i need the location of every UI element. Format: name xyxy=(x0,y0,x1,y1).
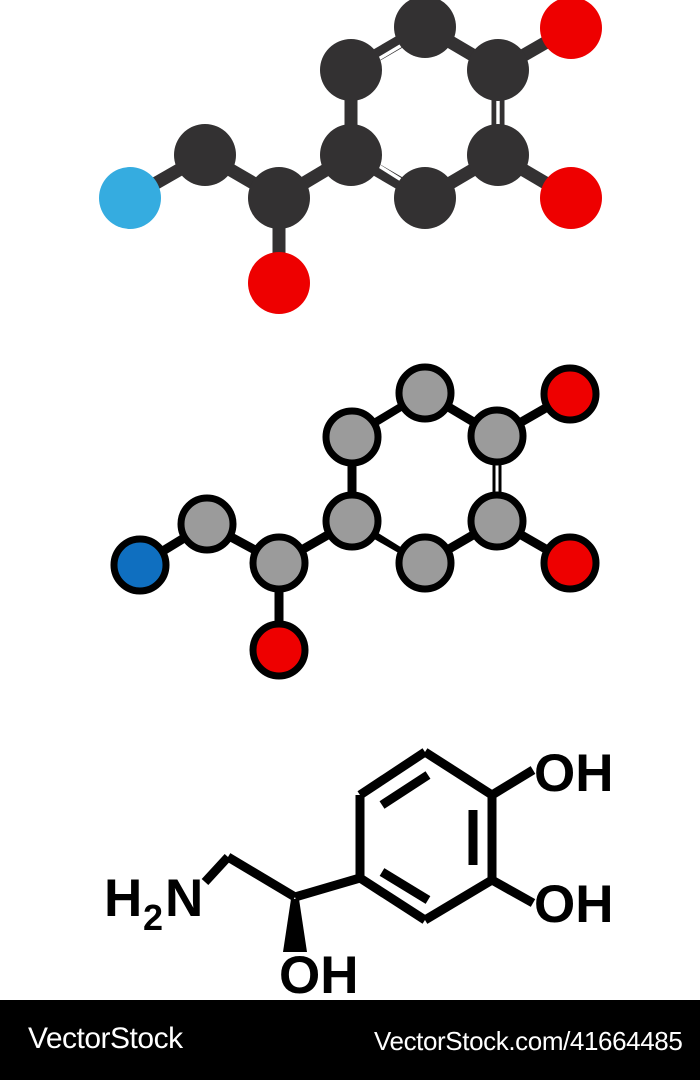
ring-edge-top-left xyxy=(357,748,428,799)
atom-carbon-ring-6 xyxy=(394,167,456,229)
stereo-wedge-bond xyxy=(283,899,307,952)
structure-ball-and-stick-outlined xyxy=(0,340,700,700)
atom-oxygen-para xyxy=(540,364,600,424)
hydroxyl-label-para: OH xyxy=(534,744,614,803)
hydroxyl-label-meta: OH xyxy=(534,875,614,934)
atom-carbon-ring-3 xyxy=(394,0,456,58)
atom-group-flat xyxy=(99,0,602,314)
amine-label-subscript: 2 xyxy=(143,897,163,938)
amine-label: H xyxy=(104,869,142,928)
watermark-brand: VectorStock xyxy=(28,1022,183,1055)
atom-carbon-ring-2 xyxy=(320,39,382,101)
atom-carbon-ring-1 xyxy=(322,491,382,551)
bond-ring-to-oh-para xyxy=(489,766,536,799)
atom-carbon-ring-2 xyxy=(322,407,382,467)
bond-cb-ring xyxy=(293,873,362,902)
ring-edge-bottom-right xyxy=(422,876,495,924)
atom-nitrogen xyxy=(110,535,170,595)
atom-carbon-alpha xyxy=(174,124,236,186)
atom-oxygen-hydroxyl xyxy=(249,620,309,680)
bond-ca-cb xyxy=(225,853,298,901)
structure-skeletal-formula: H 2 N OH OH OH xyxy=(0,700,700,1000)
atom-carbon-ring-3 xyxy=(395,363,455,423)
atom-carbon-ring-1 xyxy=(320,124,382,186)
amine-label-nitrogen: N xyxy=(165,869,203,928)
skeletal-inner-double-bonds xyxy=(379,771,478,904)
inner-double-bottom-left xyxy=(379,868,431,904)
structure-ball-and-stick-flat xyxy=(0,0,700,340)
skeletal-bond-group xyxy=(201,748,536,924)
watermark-url: VectorStock.com/41664485 xyxy=(374,1026,683,1056)
atom-carbon-ring-5 xyxy=(467,124,529,186)
hydroxyl-label-stereo: OH xyxy=(279,946,359,1000)
atom-carbon-ring-6 xyxy=(395,533,455,593)
atom-oxygen-meta xyxy=(540,533,600,593)
atom-group-outlined xyxy=(110,363,600,680)
ring-edge-top-right xyxy=(422,748,495,799)
inner-double-top-left xyxy=(379,771,431,809)
atom-oxygen-hydroxyl xyxy=(248,252,310,314)
ring-edge-bottom-left xyxy=(357,874,428,924)
atom-nitrogen xyxy=(99,167,161,229)
atom-oxygen-para xyxy=(540,0,602,59)
atom-carbon-ring-5 xyxy=(467,491,527,551)
atom-carbon-beta xyxy=(248,167,310,229)
bond-n-ca xyxy=(201,853,232,886)
atom-carbon-ring-4 xyxy=(467,39,529,101)
atom-carbon-beta xyxy=(249,533,309,593)
bond-ring-to-oh-meta xyxy=(489,876,536,907)
watermark-footer-bar xyxy=(0,1000,700,1080)
atom-carbon-ring-4 xyxy=(467,406,527,466)
atom-oxygen-meta xyxy=(540,167,602,229)
atom-carbon-alpha xyxy=(177,494,237,554)
